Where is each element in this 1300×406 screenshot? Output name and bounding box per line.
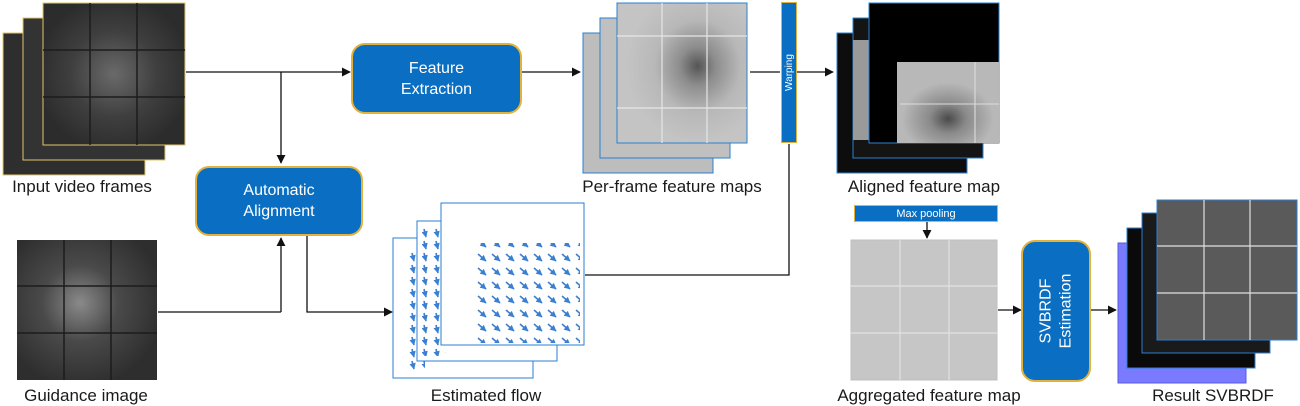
connectors bbox=[158, 67, 1117, 317]
aggregated-map bbox=[850, 239, 998, 381]
aggregated-caption: Aggregated feature map bbox=[837, 386, 1021, 405]
input-frames-caption: Input video frames bbox=[12, 177, 152, 196]
aligned-caption: Aligned feature map bbox=[847, 177, 1001, 196]
feature-maps-caption: Per-frame feature maps bbox=[582, 177, 762, 196]
feature-maps-stack bbox=[582, 2, 748, 174]
svbrdf-estimation-box: SVBRDF Estimation bbox=[1021, 240, 1091, 382]
warping-bar: Warping bbox=[781, 2, 797, 143]
guidance-caption: Guidance image bbox=[24, 386, 148, 405]
max-pooling-bar: Max pooling bbox=[854, 205, 998, 222]
input-frames-stack bbox=[2, 2, 186, 176]
automatic-alignment-label: Automatic Alignment bbox=[243, 182, 315, 220]
estimated-flow-caption: Estimated flow bbox=[430, 386, 542, 405]
warping-label: Warping bbox=[783, 54, 795, 91]
feature-extraction-label: Feature Extraction bbox=[400, 59, 473, 98]
max-pooling-label: Max pooling bbox=[896, 207, 956, 220]
guidance-image bbox=[17, 240, 157, 380]
result-caption: Result SVBRDF bbox=[1152, 386, 1274, 405]
svbrdf-estimation-label: SVBRDF Estimation bbox=[1037, 273, 1075, 349]
result-svbrdf-stack bbox=[1117, 199, 1298, 384]
aligned-map-stack bbox=[836, 2, 1000, 174]
automatic-alignment-box: Automatic Alignment bbox=[195, 166, 363, 236]
feature-extraction-box: Feature Extraction bbox=[351, 43, 522, 114]
estimated-flow-stack bbox=[392, 202, 585, 379]
